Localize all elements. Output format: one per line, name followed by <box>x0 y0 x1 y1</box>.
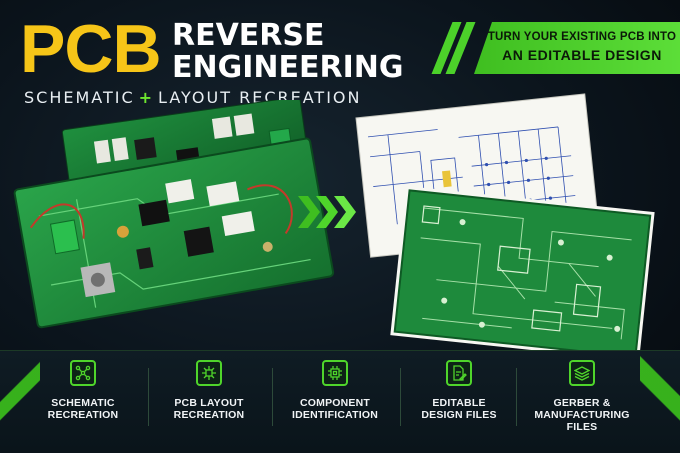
subtitle-plus: + <box>138 88 155 107</box>
corner-accent <box>640 330 680 453</box>
layers-icon <box>569 360 595 386</box>
circuit-icon <box>196 360 222 386</box>
divider <box>400 368 401 426</box>
subtitle-schematic: SCHEMATIC <box>24 88 135 107</box>
banner-line-1: TURN YOUR EXISTING PCB INTO <box>487 31 677 43</box>
divider <box>272 368 273 426</box>
arrow-right-icon <box>298 196 356 228</box>
promo-banner: TURN YOUR EXISTING PCB INTO AN EDITABLE … <box>431 22 680 74</box>
subtitle: SCHEMATIC+LAYOUT RECREATION <box>24 88 394 107</box>
divider <box>148 368 149 426</box>
front-board <box>13 137 335 329</box>
design-files-illustration <box>355 93 655 350</box>
pcb-boards-illustration <box>13 100 335 329</box>
corner-accent <box>0 340 40 453</box>
document-edit-icon <box>446 360 472 386</box>
chip-icon <box>322 360 348 386</box>
feature-label: GERBER &MANUFACTURING FILES <box>534 397 630 433</box>
title-pcb: PCB <box>20 11 162 87</box>
subtitle-layout: LAYOUT RECREATION <box>158 88 362 107</box>
banner-line-2: AN EDITABLE DESIGN <box>502 47 662 63</box>
feature-gerber-files: GERBER &MANUFACTURING FILES <box>520 360 644 433</box>
title-engineering: ENGINEERING <box>172 50 404 85</box>
divider <box>516 368 517 426</box>
pcb-layout-board <box>390 185 655 350</box>
banner-body <box>474 22 680 74</box>
title-reverse: REVERSE <box>172 18 325 53</box>
schematic-icon <box>70 360 96 386</box>
